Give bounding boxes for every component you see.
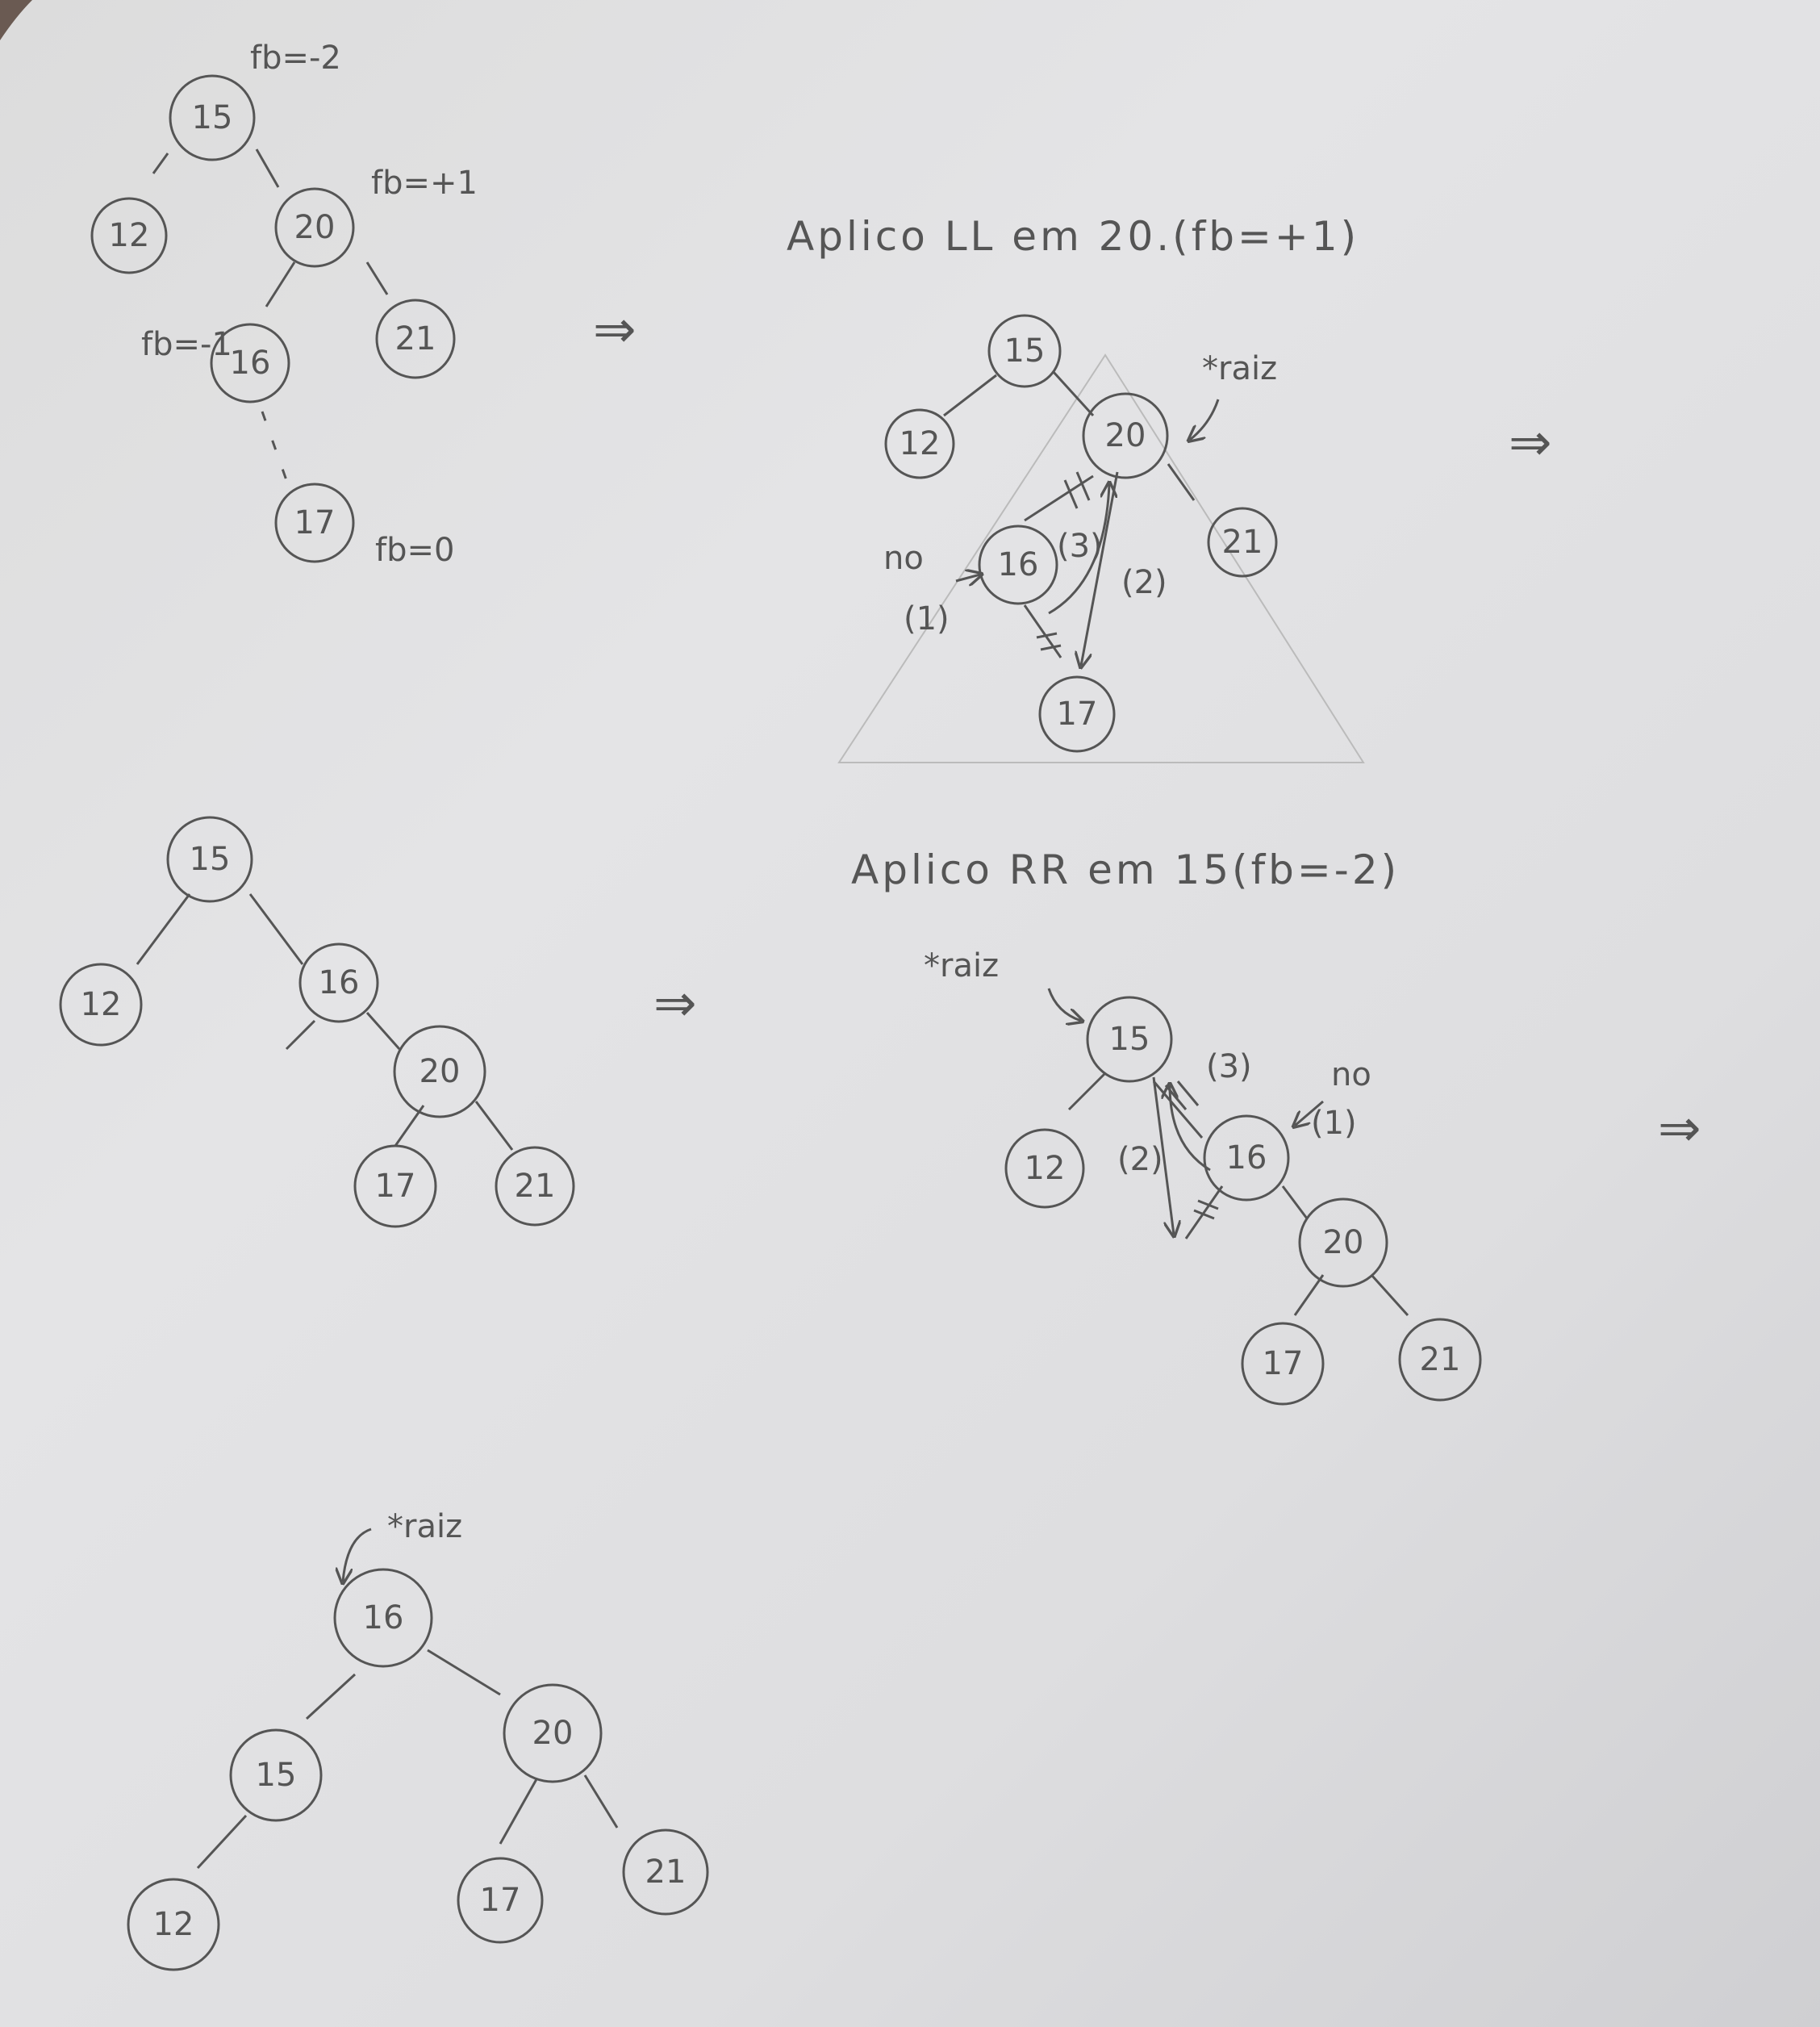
step-number: (3): [1057, 528, 1103, 565]
tree-node: 21: [622, 1828, 709, 1916]
tree-final: 16 15 20 12 17 21 *raiz: [127, 1508, 709, 1971]
tree-node: 17: [1241, 1322, 1325, 1406]
tree-node: 17: [1038, 675, 1116, 753]
step-arrow: ⇒: [1509, 413, 1552, 473]
tree-node: 17: [353, 1144, 437, 1228]
raiz-label: *raiz: [387, 1508, 462, 1545]
tree-node: 17: [274, 483, 355, 563]
svg-text:17: 17: [1263, 1345, 1304, 1382]
fb-label: fb=+1: [371, 165, 478, 202]
svg-text:20: 20: [294, 209, 336, 246]
svg-text:21: 21: [515, 1168, 556, 1205]
tree-node: 20: [503, 1683, 603, 1783]
svg-text:21: 21: [1222, 524, 1263, 561]
tree-node: 20: [1082, 392, 1169, 479]
tree-node: 12: [59, 963, 143, 1047]
tree-original: 15 12 20 16 21 17 fb=-2 fb=+1 fb=-1 fb=0: [90, 40, 478, 569]
svg-text:20: 20: [532, 1715, 574, 1752]
svg-text:17: 17: [480, 1882, 521, 1919]
fb-label: fb=0: [375, 532, 454, 569]
tree-node: 16: [298, 942, 379, 1023]
tree-node: 21: [495, 1146, 575, 1227]
raiz-label: *raiz: [924, 947, 999, 984]
tree-node: 16: [333, 1568, 433, 1668]
step-number: (1): [1311, 1105, 1357, 1142]
svg-text:21: 21: [395, 320, 436, 357]
tree-node: 15: [229, 1728, 323, 1822]
svg-text:15: 15: [1109, 1021, 1150, 1058]
step1-title: Aplico LL em 20.(fb=+1): [787, 213, 1359, 260]
step-number: (2): [1117, 1141, 1163, 1178]
tree-node: 20: [274, 187, 355, 268]
svg-text:12: 12: [1025, 1150, 1066, 1187]
svg-text:17: 17: [1057, 696, 1098, 733]
svg-text:16: 16: [998, 546, 1039, 583]
tree-node: 16: [1203, 1114, 1290, 1202]
tree-node: 20: [1298, 1197, 1388, 1288]
tree-node: 12: [884, 408, 955, 479]
page-corner-shadow: [0, 0, 32, 40]
svg-text:21: 21: [1420, 1341, 1461, 1378]
tree-rr-rotation: 15 12 16 20 17 21 *raiz no (1) (3) (2): [924, 947, 1482, 1406]
raiz-label: *raiz: [1202, 350, 1277, 387]
svg-text:16: 16: [319, 964, 360, 1001]
svg-text:12: 12: [153, 1906, 194, 1943]
tree-node: 16: [210, 323, 290, 403]
svg-text:21: 21: [645, 1854, 687, 1891]
svg-text:16: 16: [1226, 1139, 1267, 1176]
tree-node: 15: [1086, 996, 1173, 1083]
step-number: (3): [1206, 1048, 1252, 1085]
step2-title: Aplico RR em 15(fb=-2): [851, 846, 1400, 893]
svg-text:12: 12: [109, 217, 150, 254]
svg-text:16: 16: [363, 1599, 404, 1636]
svg-text:12: 12: [81, 986, 122, 1023]
step-arrow: ⇒: [653, 974, 697, 1034]
tree-node: 12: [127, 1878, 220, 1971]
tree-node: 12: [1004, 1128, 1085, 1209]
svg-text:15: 15: [1004, 332, 1046, 370]
svg-text:20: 20: [1105, 417, 1146, 454]
tree-node: 21: [375, 299, 456, 379]
tree-node: 21: [1207, 507, 1278, 578]
no-label: no: [883, 540, 924, 577]
step-number: (2): [1121, 564, 1167, 601]
step-arrow: ⇒: [593, 300, 637, 360]
svg-text:12: 12: [900, 425, 941, 462]
svg-text:17: 17: [294, 504, 336, 541]
svg-text:16: 16: [230, 345, 271, 382]
step-arrow: ⇒: [1658, 1099, 1701, 1159]
svg-text:15: 15: [192, 99, 233, 136]
svg-text:15: 15: [256, 1757, 297, 1794]
tree-node: 21: [1398, 1318, 1482, 1402]
fb-label: fb=-1: [141, 326, 232, 363]
tree-ll-rotation: 15 12 20 16 21 17 *raiz no (1) (3) (2): [837, 314, 1365, 763]
svg-text:17: 17: [375, 1168, 416, 1205]
no-label: no: [1331, 1056, 1371, 1093]
svg-text:15: 15: [190, 841, 231, 878]
tree-node: 20: [393, 1025, 486, 1118]
tree-node: 15: [169, 74, 256, 161]
tree-node: 15: [166, 816, 253, 903]
tree-after-ll: 15 12 16 20 17 21: [59, 816, 575, 1228]
step-number: (1): [904, 600, 950, 637]
tree-node: 12: [90, 197, 168, 274]
fb-label: fb=-2: [250, 40, 341, 77]
svg-text:20: 20: [420, 1053, 461, 1090]
tree-node: 15: [987, 314, 1062, 388]
svg-text:20: 20: [1323, 1224, 1364, 1261]
tree-node: 17: [457, 1857, 544, 1944]
tree-node: 16: [978, 525, 1058, 605]
